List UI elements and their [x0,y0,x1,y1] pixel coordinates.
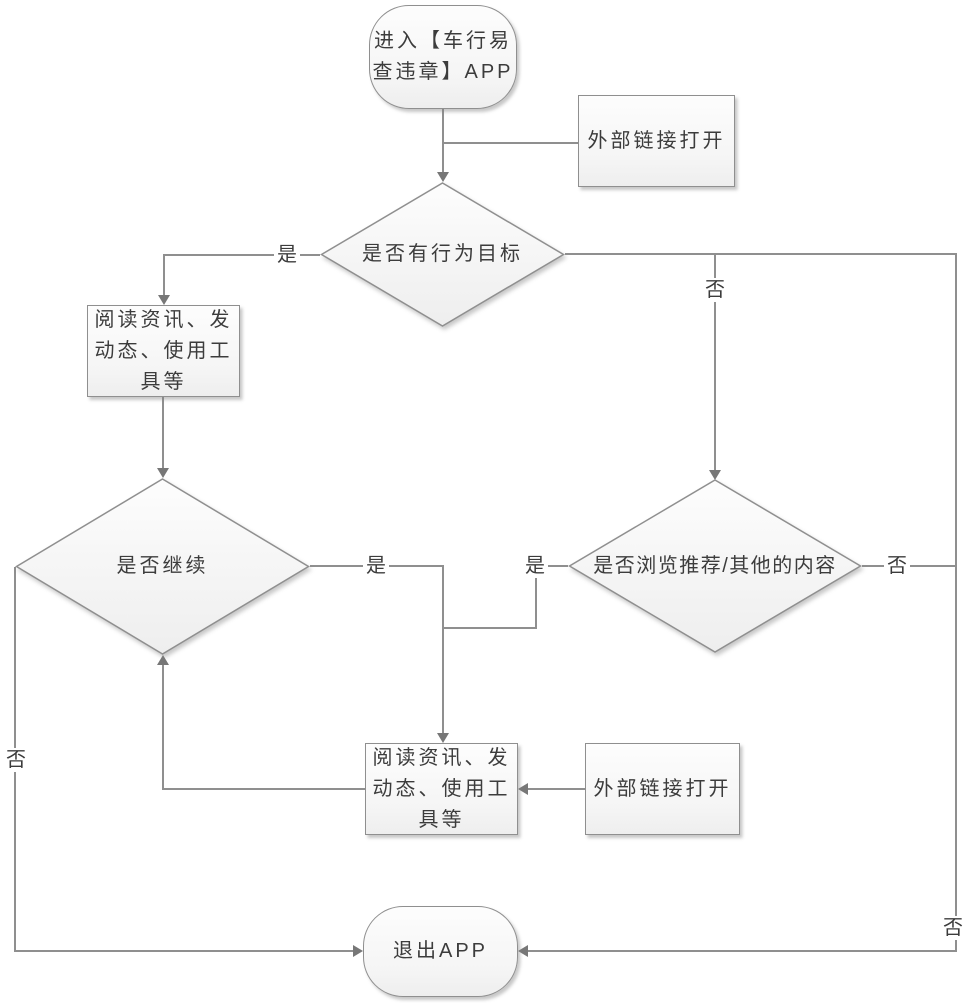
arrowhead-into-exit-right [518,945,528,957]
node-start: 进入【车行易查违章】APP [369,5,517,109]
node-external-link-top: 外部链接打开 [578,95,735,187]
edge-label-continue-no: 否 [3,748,29,772]
arrowhead-into-continue-decision [157,468,169,478]
node-continue-decision: 是否继续 [15,478,310,655]
edge-browse-yes-h1-segment [536,565,568,567]
edge-extlink-bottom-segment [528,788,585,790]
edge-extlink-top-segment [443,142,578,144]
arrowhead-into-exit-left [353,945,363,957]
arrowhead-into-browse-decision [709,470,721,480]
node-actions-left: 阅读资讯、发动态、使用工具等 [87,305,240,397]
edge-label-goal-no: 否 [702,278,728,302]
node-goal-decision-label: 是否有行为目标 [362,243,523,265]
edge-right-to-exit-segment [528,950,957,952]
diamond-shape [568,479,862,653]
edge-continue-yes-v-segment [442,565,444,734]
edge-start-to-goal-segment [442,109,444,173]
edge-goal-no-h-segment [565,253,957,255]
arrowhead-into-actions-left [158,295,170,305]
node-continue-decision-label: 是否继续 [116,555,209,577]
arrowhead-into-goal-decision [437,172,449,182]
edge-feedback-h-segment [162,788,365,790]
node-actions-center-label: 阅读资讯、发动态、使用工具等 [372,746,511,831]
edge-label-goal-yes: 是 [274,243,300,267]
arrowhead-into-actions-center [437,733,449,743]
edge-label-browse-no: 否 [884,554,910,578]
node-actions-center: 阅读资讯、发动态、使用工具等 [365,743,518,835]
diamond-shape [15,478,310,655]
edge-browse-yes-v-segment [535,565,537,628]
edge-goal-yes-h-segment [164,254,320,256]
node-external-link-bottom: 外部链接打开 [585,743,740,835]
edge-continue-no-h-segment [14,950,353,952]
node-external-link-top-label: 外部链接打开 [587,129,726,152]
node-goal-decision: 是否有行为目标 [320,182,565,327]
arrowhead-into-actions-center-right [518,783,528,795]
node-external-link-bottom-label: 外部链接打开 [593,777,732,800]
edge-label-continue-yes: 是 [363,554,389,578]
edge-browse-yes-h2-segment [442,627,537,629]
edge-right-down-segment [955,253,957,951]
node-actions-left-label: 阅读资讯、发动态、使用工具等 [94,308,233,393]
edge-label-browse-yes: 是 [522,554,548,578]
node-exit: 退出APP [363,906,518,997]
edge-label-exit-no: 否 [940,916,966,940]
diamond-shape [320,182,565,327]
arrowhead-into-continue-bottom [157,655,169,665]
node-start-label: 进入【车行易查违章】APP [372,30,514,83]
edge-goal-yes-v-segment [163,254,165,296]
node-exit-label: 退出APP [392,940,489,962]
node-browse-decision: 是否浏览推荐/其他的内容 [568,479,862,653]
node-browse-decision-label: 是否浏览推荐/其他的内容 [593,554,837,577]
edge-feedback-v-segment [162,664,164,789]
edge-actions-to-continue-segment [162,397,164,468]
edge-goal-no-v-segment [714,254,716,470]
